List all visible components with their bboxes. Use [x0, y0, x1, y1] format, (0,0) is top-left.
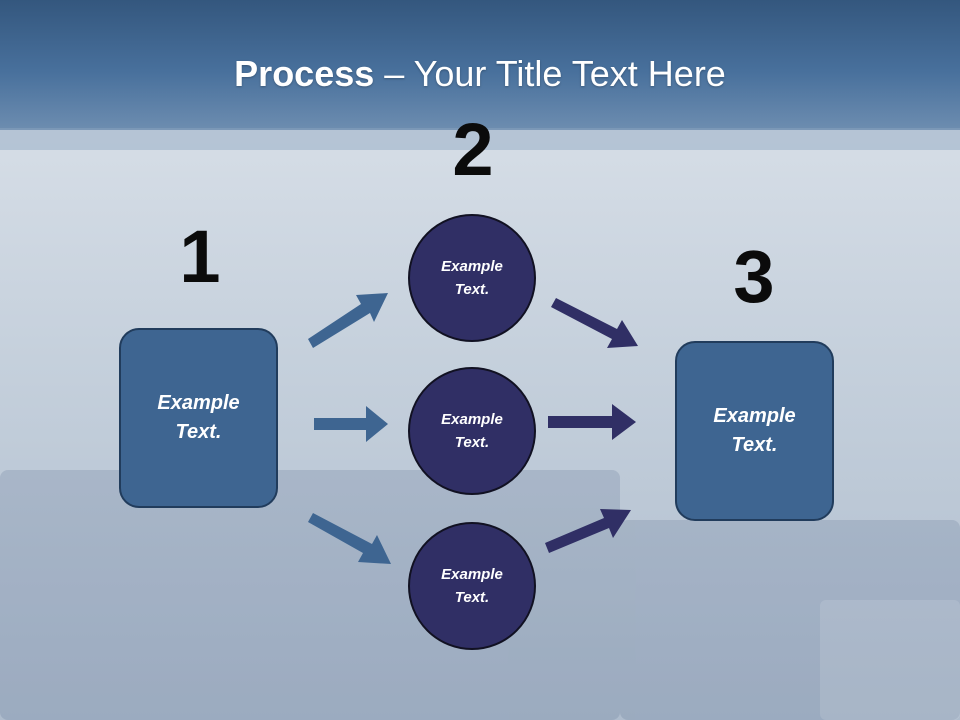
- process-circle-top: Example Text.: [408, 214, 536, 342]
- title-bold: Process: [234, 53, 375, 94]
- circle-middle-line2: Text.: [454, 434, 490, 451]
- slide-title: Process – Your Title Text Here: [0, 52, 960, 96]
- process-box-end: Example Text.: [675, 341, 834, 521]
- step-number-3: 3: [733, 235, 775, 318]
- circle-top-line1: Example: [441, 258, 503, 275]
- circle-bottom-line1: Example: [441, 566, 503, 583]
- circle-middle-line1: Example: [441, 411, 503, 428]
- process-circle-bottom: Example Text.: [408, 522, 536, 650]
- process-circle-middle: Example Text.: [408, 367, 536, 495]
- step-number-2: 2: [452, 108, 494, 191]
- step-number-1: 1: [179, 215, 221, 298]
- process-box-start: Example Text.: [119, 328, 278, 508]
- box-start-line1: Example: [157, 392, 240, 414]
- circle-bottom-line2: Text.: [454, 589, 490, 606]
- box-end-line2: Text.: [731, 434, 778, 456]
- box-end-line1: Example: [713, 405, 796, 427]
- circle-top-line2: Text.: [454, 281, 490, 298]
- title-rest: – Your Title Text Here: [374, 53, 726, 94]
- box-start-line2: Text.: [175, 421, 222, 443]
